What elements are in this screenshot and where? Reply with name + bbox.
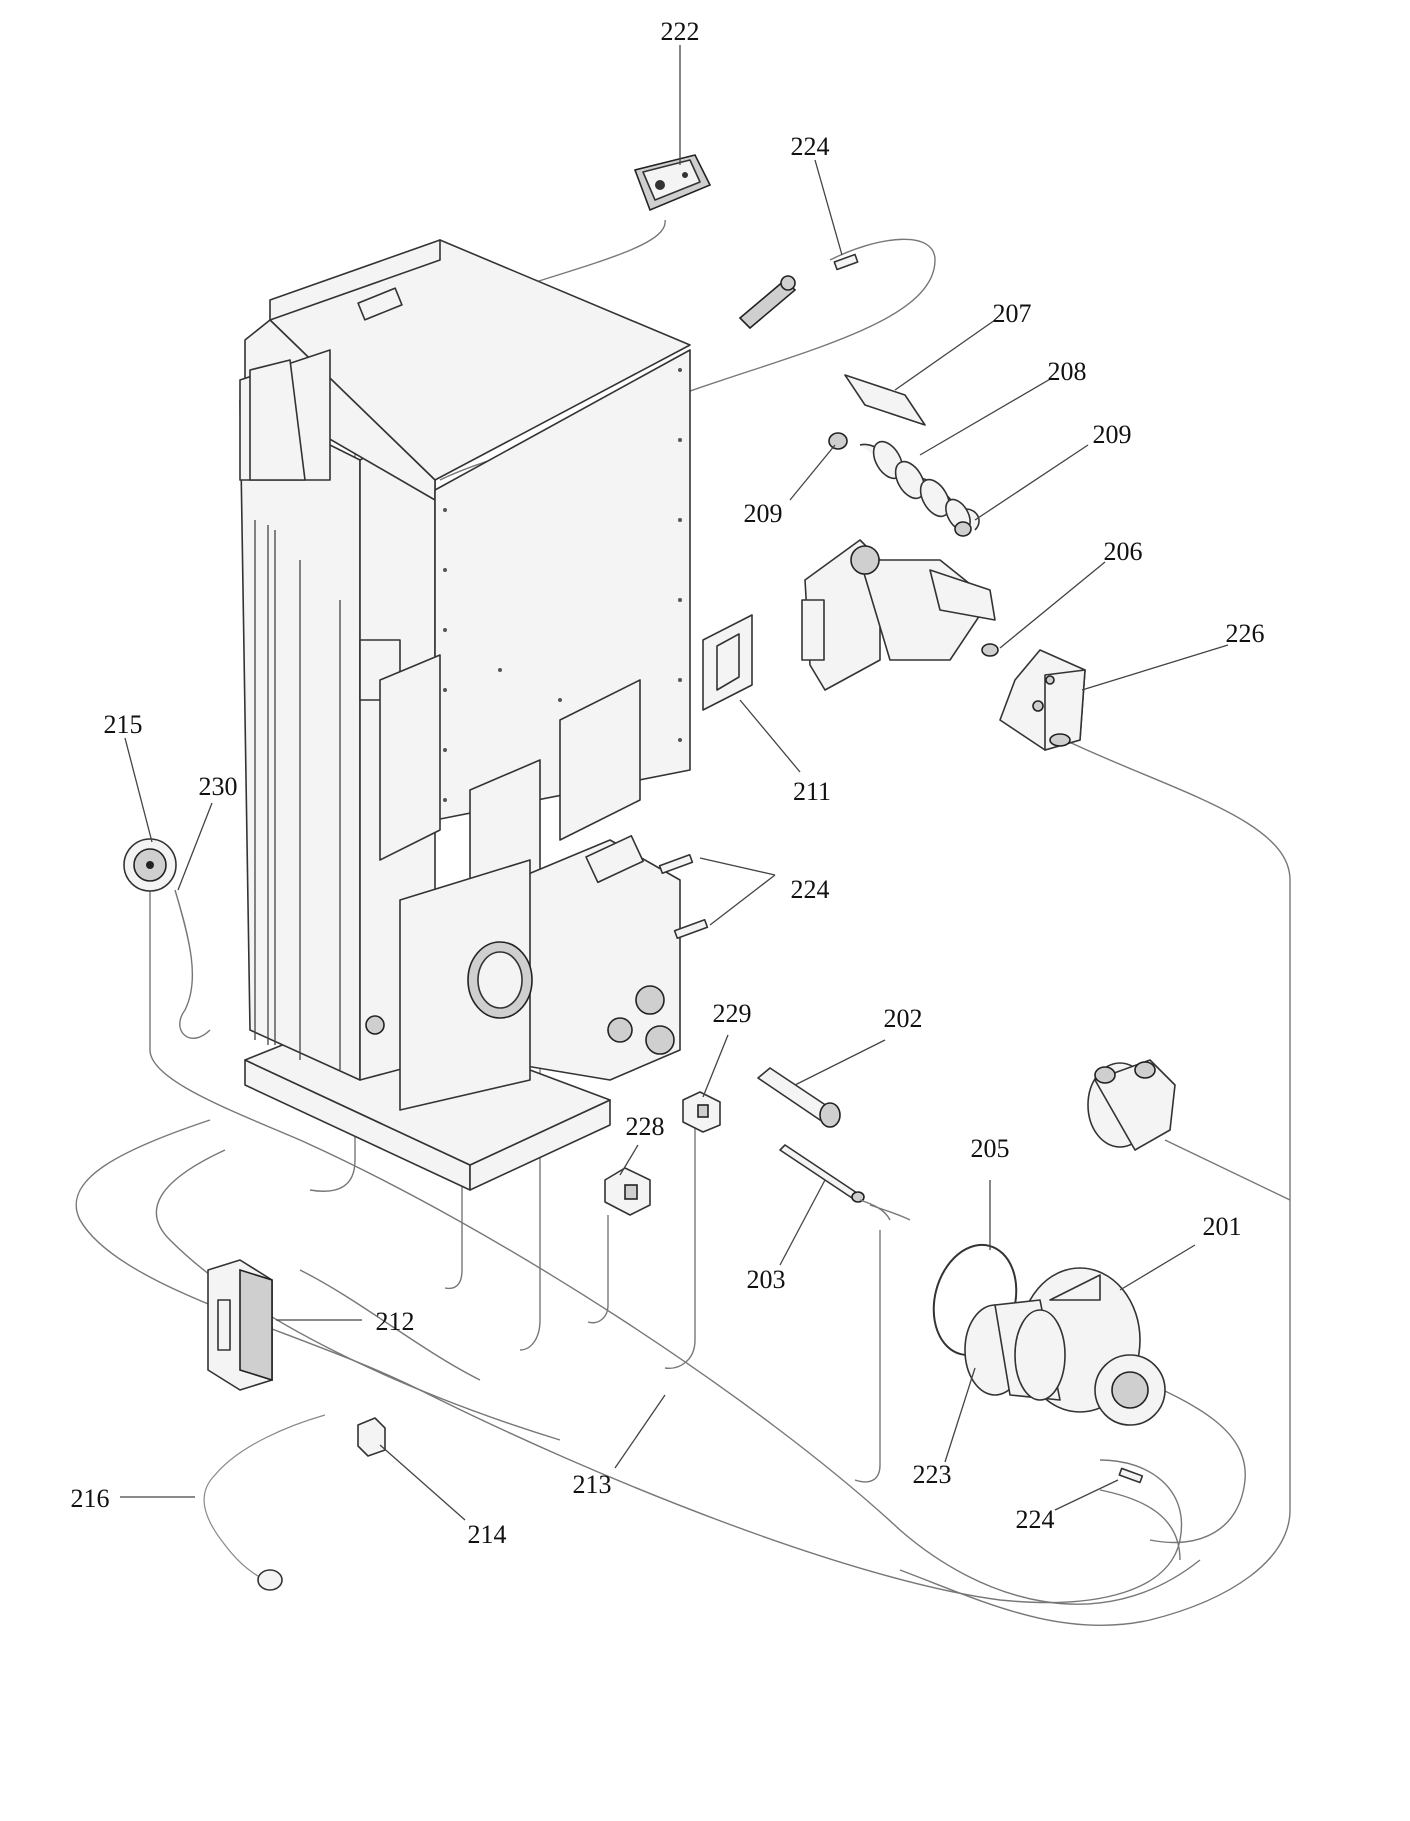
label-228: 228	[626, 1112, 665, 1141]
cover-plate-207	[844, 374, 926, 426]
blower-201	[1019, 1267, 1166, 1426]
label-203: 203	[747, 1265, 786, 1294]
cable-harness	[75, 219, 1291, 1627]
part-labels: 222 224 207 208 209 209 206 226 215 230 …	[71, 17, 1265, 1549]
fan-215	[123, 838, 177, 892]
circulation-pump	[1087, 1059, 1176, 1151]
auger-208	[828, 432, 980, 537]
label-209-left: 209	[744, 499, 783, 528]
label-216: 216	[71, 1484, 110, 1513]
label-205: 205	[971, 1134, 1010, 1163]
label-215: 215	[104, 710, 143, 739]
sensor-pins-224-mid	[658, 853, 709, 940]
label-214: 214	[468, 1520, 507, 1549]
label-224-mid: 224	[791, 875, 830, 904]
label-229: 229	[713, 999, 752, 1028]
igniter-202	[757, 1067, 841, 1128]
switch-228	[604, 1167, 651, 1216]
sensor-pin-224-top	[738, 253, 859, 330]
label-224-top: 224	[791, 132, 830, 161]
air-inlet-223	[964, 1299, 1066, 1401]
label-209-right: 209	[1093, 420, 1132, 449]
label-230: 230	[199, 772, 238, 801]
plug-216	[257, 1569, 283, 1591]
label-213: 213	[573, 1470, 612, 1499]
label-208: 208	[1048, 357, 1087, 386]
label-222: 222	[661, 17, 700, 46]
gasket-211	[702, 614, 753, 711]
boiler-body	[239, 239, 691, 1191]
label-226: 226	[1226, 619, 1265, 648]
label-224-bottom: 224	[1016, 1505, 1055, 1534]
switch-229	[682, 1091, 721, 1133]
leader-lines	[124, 45, 1229, 1521]
label-223: 223	[913, 1460, 952, 1489]
sensor-203	[779, 1144, 911, 1221]
feeder-housing	[801, 539, 999, 691]
label-206: 206	[1104, 537, 1143, 566]
sensor-pin-224-bottom	[1118, 1467, 1144, 1484]
feed-motor-226	[999, 649, 1086, 751]
control-display-222	[633, 154, 712, 212]
label-207: 207	[993, 299, 1032, 328]
label-211: 211	[793, 777, 831, 806]
control-board-212	[207, 1259, 273, 1391]
label-202: 202	[884, 1004, 923, 1033]
label-201: 201	[1203, 1212, 1242, 1241]
label-212: 212	[376, 1307, 415, 1336]
fuse-214	[357, 1417, 386, 1457]
